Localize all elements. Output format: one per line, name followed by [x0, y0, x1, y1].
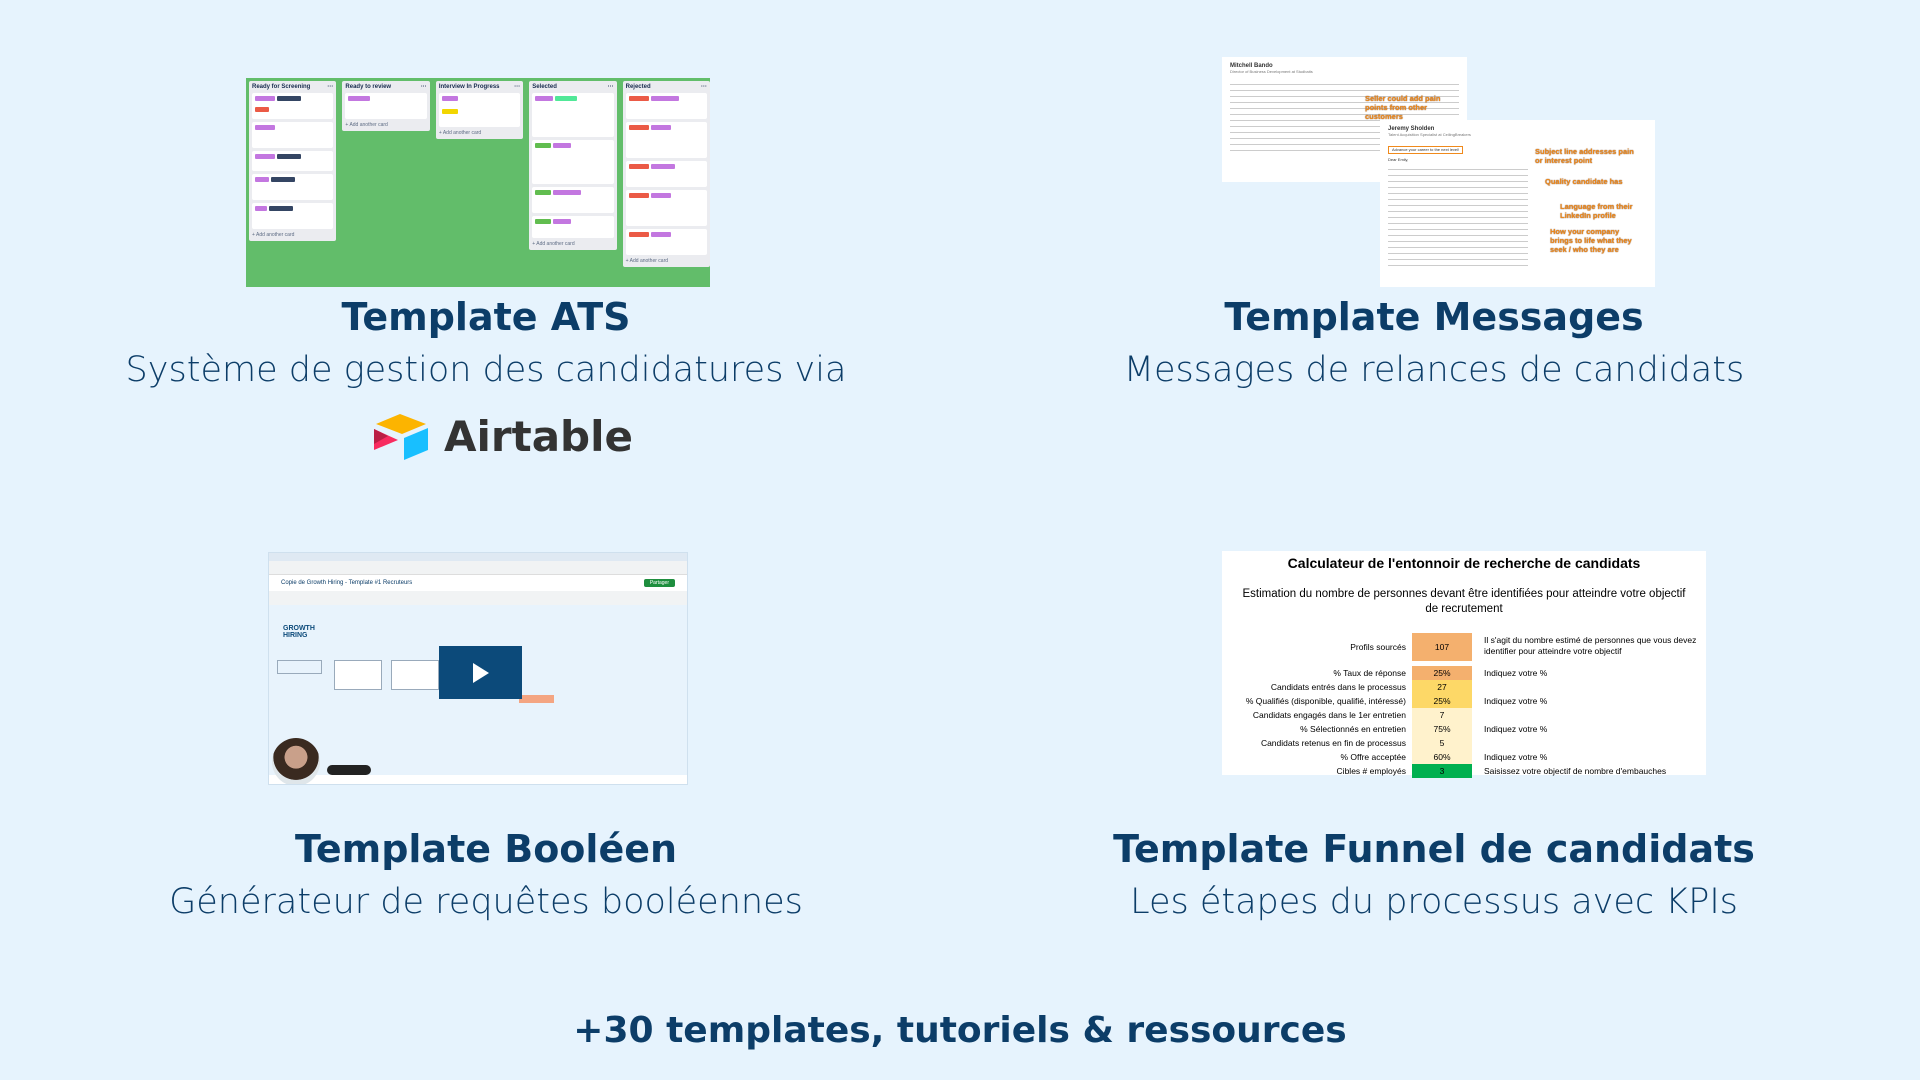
funnel-subtitle: Estimation du nombre de personnes devant…: [1242, 588, 1686, 615]
funnel-row: % Taux de réponse 25% Indiquez votre %: [1222, 666, 1706, 680]
funnel-value[interactable]: 25%: [1412, 694, 1472, 708]
column-title: Rejected: [625, 84, 651, 90]
funnel-label: Candidats entrés dans le processus: [1270, 682, 1406, 692]
ats-template-preview[interactable]: Ready for Screening··· + Add another car…: [246, 78, 711, 287]
airtable-logo: Airtable: [370, 410, 633, 462]
doc-title: Copie de Growth Hiring - Template #1 Rec…: [281, 580, 413, 586]
funnel-title: Calculateur de l'entonnoir de recherche …: [1287, 555, 1641, 571]
annotation: Subject line addresses pain or interest …: [1535, 147, 1634, 165]
message-card: Jeremy Sholden Talent Acquisition Specia…: [1380, 120, 1655, 287]
airtable-wordmark: Airtable: [444, 411, 633, 461]
footer-tagline: +30 templates, tutoriels & ressources: [573, 1010, 1347, 1051]
funnel-note: Il s'agit du nombre estimé de personnes …: [1484, 635, 1697, 656]
funnel-value[interactable]: 7: [1412, 708, 1472, 722]
board-column: Ready for Screening··· + Add another car…: [249, 81, 337, 241]
card-subtitle-boolean: Générateur de requêtes booléennes: [169, 882, 803, 922]
column-title: Selected: [532, 84, 557, 90]
funnel-value[interactable]: 27: [1412, 680, 1472, 694]
card-subtitle-ats: Système de gestion des candidatures via: [125, 350, 847, 390]
presenter-avatar: [272, 738, 320, 784]
funnel-note: Indiquez votre %: [1484, 696, 1548, 706]
funnel-label: % Qualifiés (disponible, qualifié, intér…: [1245, 696, 1406, 706]
funnel-row: % Sélectionnés en entretien 75% Indiquez…: [1222, 722, 1706, 736]
airtable-logo-icon: [374, 414, 428, 460]
funnel-row: Profils sourcés 107 Il s'agit du nombre …: [1222, 633, 1706, 661]
column-title: Interview In Progress: [438, 84, 500, 90]
messages-template-preview[interactable]: Mitchell Bando Director of Business Deve…: [1220, 57, 1655, 287]
add-card: + Add another card: [625, 258, 669, 264]
add-card: + Add another card: [438, 130, 482, 136]
column-title: Ready for Screening: [252, 84, 311, 90]
funnel-row: Candidats retenus en fin de processus 5: [1222, 736, 1706, 750]
funnel-label: Candidats engagés dans le 1er entretien: [1252, 710, 1406, 720]
funnel-row: Cibles # employés 3 Saisissez votre obje…: [1222, 764, 1706, 778]
funnel-value[interactable]: 107: [1412, 633, 1472, 661]
recording-controls[interactable]: [327, 765, 371, 775]
card-title-funnel: Template Funnel de candidats: [1113, 827, 1755, 871]
greeting: Dear Emily,: [1388, 157, 1409, 162]
card-subtitle-funnel: Les étapes du processus avec KPIs: [1130, 882, 1738, 922]
funnel-label: Profils sourcés: [1350, 642, 1406, 652]
sender-name: Jeremy Sholden: [1388, 126, 1435, 132]
funnel-label: Candidats retenus en fin de processus: [1260, 738, 1406, 748]
play-button[interactable]: [439, 646, 522, 699]
play-icon: [472, 662, 489, 683]
funnel-note: Indiquez votre %: [1484, 668, 1548, 678]
annotation: How your company brings to life what the…: [1550, 227, 1632, 254]
card-title-boolean: Template Booléen: [294, 827, 678, 871]
funnel-label: Cibles # employés: [1336, 766, 1406, 776]
board-column: Interview In Progress··· + Add another c…: [435, 81, 524, 139]
sender-name: Mitchell Bando: [1230, 63, 1273, 69]
share-button[interactable]: Partager: [643, 579, 675, 587]
sender-role: Director of Business Development at Stud…: [1230, 69, 1313, 74]
funnel-value[interactable]: 60%: [1412, 750, 1472, 764]
sender-role: Talent Acquisition Specialist at Ceiling…: [1388, 132, 1471, 137]
funnel-value[interactable]: 3: [1412, 764, 1472, 778]
growth-hiring-logo: GROWTH HIRING: [283, 625, 315, 639]
funnel-value[interactable]: 25%: [1412, 666, 1472, 680]
funnel-label: % Offre acceptée: [1340, 752, 1406, 762]
board-column: Selected··· + Add another card: [529, 81, 617, 250]
add-card: + Add another card: [532, 241, 575, 247]
card-title-messages: Template Messages: [1224, 295, 1644, 339]
boolean-template-video[interactable]: Copie de Growth Hiring - Template #1 Rec…: [268, 552, 688, 785]
funnel-value[interactable]: 75%: [1412, 722, 1472, 736]
annotation: Seller could add pain points from other …: [1365, 94, 1441, 121]
funnel-template-preview[interactable]: Calculateur de l'entonnoir de recherche …: [1222, 551, 1706, 778]
funnel-note: Indiquez votre %: [1484, 752, 1548, 762]
add-card: + Add another card: [252, 232, 295, 238]
annotation: Quality candidate has: [1545, 177, 1623, 186]
funnel-row: % Offre acceptée 60% Indiquez votre %: [1222, 750, 1706, 764]
funnel-value[interactable]: 5: [1412, 736, 1472, 750]
board-column: Ready to review··· + Add another card: [342, 81, 430, 131]
card-title-ats: Template ATS: [341, 295, 631, 339]
column-title: Ready to review: [345, 84, 392, 90]
card-subtitle-messages: Messages de relances de candidats: [1123, 350, 1745, 390]
funnel-row: Candidats entrés dans le processus 27: [1222, 680, 1706, 694]
board-column: Rejected··· + Add another card: [622, 81, 711, 267]
funnel-note: Saisissez votre objectif de nombre d'emb…: [1484, 766, 1667, 776]
funnel-row: Candidats engagés dans le 1er entretien …: [1222, 708, 1706, 722]
add-card: + Add another card: [345, 122, 388, 128]
funnel-note: Indiquez votre %: [1484, 724, 1548, 734]
annotation: Language from their LinkedIn profile: [1560, 202, 1633, 220]
funnel-label: % Taux de réponse: [1333, 668, 1406, 678]
funnel-label: % Sélectionnés en entretien: [1300, 724, 1406, 734]
subject-line: Advance your career to the next level!: [1388, 146, 1464, 154]
funnel-row: % Qualifiés (disponible, qualifié, intér…: [1222, 694, 1706, 708]
